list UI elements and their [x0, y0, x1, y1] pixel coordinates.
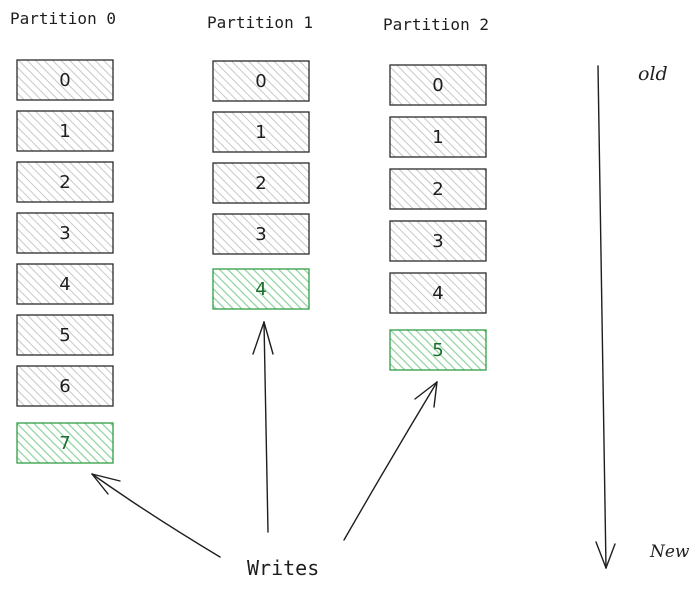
log-entry-offset: 2 [59, 172, 70, 193]
log-entry: 0 [212, 60, 310, 102]
partition-1-title: Partition 1 [207, 13, 313, 32]
partition-2-title: Partition 2 [383, 15, 489, 34]
log-entry-box [389, 220, 487, 262]
log-entry: 2 [16, 161, 114, 203]
axis-new-label: New [649, 542, 690, 562]
log-entry: 3 [389, 220, 487, 262]
log-entry-offset: 3 [59, 223, 70, 244]
log-entry-offset: 5 [59, 325, 70, 346]
log-entry-box [389, 168, 487, 210]
log-entry-box [16, 314, 114, 356]
log-entry-box [16, 161, 114, 203]
log-entry-offset: 0 [255, 71, 266, 92]
axis-old-label: old [638, 63, 668, 85]
log-entry-offset: 0 [59, 70, 70, 91]
log-entry: 3 [16, 212, 114, 254]
log-entry-offset: 2 [255, 173, 266, 194]
log-entry-box [16, 110, 114, 152]
log-entry-offset: 1 [432, 127, 443, 148]
log-entry-box [16, 422, 114, 464]
log-entry-box [212, 213, 310, 255]
partition-0-log: 0 1 2 3 4 5 6 7 [16, 59, 114, 464]
log-entry-offset: 1 [59, 121, 70, 142]
log-entry-offset: 4 [255, 279, 266, 300]
log-entry-box [16, 263, 114, 305]
log-entry-offset: 1 [255, 122, 266, 143]
log-entry: 1 [389, 116, 487, 158]
log-entry-offset: 5 [432, 340, 443, 361]
log-entry-box [16, 212, 114, 254]
log-entry-new: 5 [389, 329, 487, 371]
log-entry: 0 [389, 64, 487, 106]
log-entry-box [389, 329, 487, 371]
log-entry-box [212, 111, 310, 153]
log-entry: 1 [16, 110, 114, 152]
log-entry-box [212, 60, 310, 102]
partition-0-title: Partition 0 [10, 9, 116, 28]
log-entry-offset: 4 [59, 274, 70, 295]
log-entry: 4 [16, 263, 114, 305]
log-entry-offset: 7 [59, 433, 70, 454]
write-arrow-partition-0 [91, 473, 221, 558]
write-arrow-partition-1 [252, 321, 274, 533]
partition-2-log: 0 1 2 3 4 5 [389, 64, 487, 371]
log-entry: 2 [389, 168, 487, 210]
log-entry-new: 4 [212, 268, 310, 310]
log-entry-box [16, 365, 114, 407]
log-entry-box [16, 59, 114, 101]
log-entry-box [212, 268, 310, 310]
log-entry-box [389, 64, 487, 106]
partition-1-log: 0 1 2 3 4 [212, 60, 310, 310]
log-entry-box [212, 162, 310, 204]
time-axis-arrow [595, 65, 616, 569]
log-entry: 0 [16, 59, 114, 101]
log-entry: 1 [212, 111, 310, 153]
log-entry-offset: 3 [432, 231, 443, 252]
log-entry-new: 7 [16, 422, 114, 464]
log-entry-offset: 0 [432, 75, 443, 96]
log-entry: 6 [16, 365, 114, 407]
log-entry: 4 [389, 272, 487, 314]
writes-label: Writes [247, 556, 319, 580]
log-entry-offset: 6 [59, 376, 70, 397]
log-entry-offset: 3 [255, 224, 266, 245]
log-entry: 3 [212, 213, 310, 255]
log-entry: 2 [212, 162, 310, 204]
write-arrow-partition-2 [343, 381, 438, 541]
log-entry: 5 [16, 314, 114, 356]
log-entry-offset: 4 [432, 283, 443, 304]
log-entry-box [389, 272, 487, 314]
log-entry-box [389, 116, 487, 158]
log-entry-offset: 2 [432, 179, 443, 200]
